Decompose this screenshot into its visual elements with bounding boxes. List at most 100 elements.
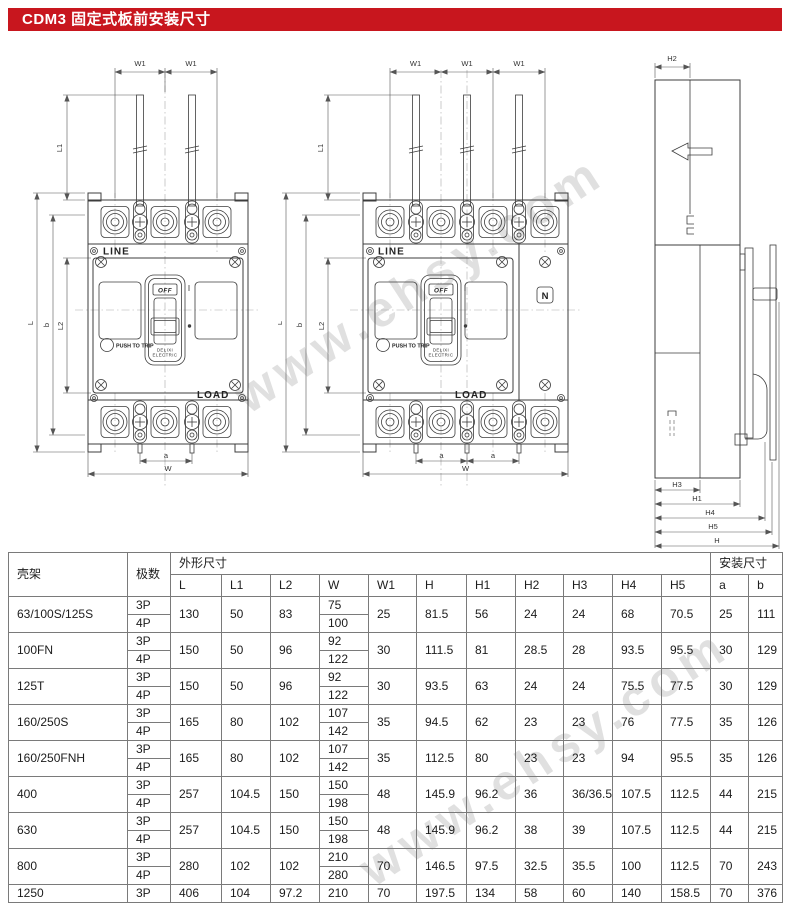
cell-poles: 3P: [127, 668, 171, 687]
cell-H3: 24: [563, 668, 613, 705]
line-terminals: [375, 200, 560, 244]
toggle-switch: [144, 274, 192, 366]
cell-b: 215: [748, 812, 784, 849]
cell-H1: 96.2: [466, 812, 516, 849]
cell-L1: 104.5: [221, 812, 271, 849]
col-header-a: a: [710, 574, 750, 597]
cell-frame: 125T: [8, 668, 128, 705]
dim-label-h2: H2: [667, 54, 677, 63]
cell-poles: 4P: [127, 794, 171, 813]
cell-H3: 39: [563, 812, 613, 849]
dimension-l-b-l2: [282, 192, 366, 453]
load-terminals: [100, 400, 232, 454]
cell-H3: 24: [563, 596, 613, 633]
page-title: CDM3 固定式板前安装尺寸: [8, 8, 782, 31]
cell-frame: 160/250S: [8, 704, 128, 741]
cell-b: 126: [748, 704, 784, 741]
cell-H: 93.5: [416, 668, 467, 705]
dim-label-h3: H3: [672, 480, 682, 489]
cell-poles: 3P: [127, 848, 171, 867]
cell-H3: 23: [563, 740, 613, 777]
dimension-a-w: [87, 452, 249, 477]
cell-H: 197.5: [416, 884, 467, 903]
front-view-3p-drawing: W1 W1 L1 L b L2: [26, 59, 261, 486]
dim-label-h4: H4: [705, 508, 715, 517]
cell-W: 210: [319, 848, 369, 867]
push-to-trip-label: PUSH TO TRIP: [392, 344, 430, 350]
cell-W: 198: [319, 794, 369, 813]
cell-a: 35: [710, 740, 750, 777]
cell-H: 145.9: [416, 812, 467, 849]
dim-label-l2: L2: [317, 322, 326, 330]
cell-H1: 97.5: [466, 848, 516, 885]
cell-H4: 94: [612, 740, 662, 777]
dim-label-l: L: [26, 321, 35, 325]
dimension-w1: [114, 68, 218, 198]
dim-label-a: a: [439, 451, 444, 460]
cell-frame: 800: [8, 848, 128, 885]
dim-label-w1: W1: [461, 59, 472, 68]
svg-text:N: N: [542, 291, 549, 302]
cell-L2: 102: [270, 704, 320, 741]
breaker-side-body: [654, 244, 741, 479]
cell-poles: 3P: [127, 884, 171, 903]
cell-a: 70: [710, 848, 750, 885]
cell-H4: 93.5: [612, 632, 662, 669]
cell-poles: 4P: [127, 650, 171, 669]
cell-W: 107: [319, 704, 369, 723]
dim-label-a: a: [164, 451, 169, 460]
cell-W: 100: [319, 614, 369, 633]
dim-label-l1: L1: [55, 144, 64, 152]
cell-poles: 4P: [127, 614, 171, 633]
cell-L2: 102: [270, 740, 320, 777]
dimension-a-w: [362, 452, 569, 477]
cell-poles: 4P: [127, 722, 171, 741]
cell-H1: 96.2: [466, 776, 516, 813]
cell-L1: 50: [221, 632, 271, 669]
cell-W1: 35: [368, 740, 417, 777]
cell-H5: 158.5: [660, 884, 712, 903]
cell-H2: 36: [515, 776, 564, 813]
phase-bars: [132, 94, 200, 207]
dimension-l1: [63, 94, 137, 201]
cell-frame: 160/250FNH: [8, 740, 128, 777]
cell-H2: 24: [515, 596, 564, 633]
cell-H4: 68: [612, 596, 662, 633]
dim-label-w1: W1: [185, 59, 196, 68]
cell-poles: 3P: [127, 812, 171, 831]
cell-H4: 107.5: [612, 776, 662, 813]
cell-H2: 23: [515, 740, 564, 777]
cell-L2: 102: [270, 848, 320, 885]
cell-L: 165: [170, 740, 222, 777]
cell-H: 146.5: [416, 848, 467, 885]
cell-L: 280: [170, 848, 222, 885]
line-label: LINE: [378, 247, 405, 258]
cell-L1: 50: [221, 668, 271, 705]
cell-H3: 23: [563, 704, 613, 741]
cell-H2: 38: [515, 812, 564, 849]
face-recesses: [98, 281, 238, 340]
cell-H4: 76: [612, 704, 662, 741]
cell-W1: 70: [368, 884, 417, 903]
cell-H5: 95.5: [660, 632, 712, 669]
cell-L: 257: [170, 776, 222, 813]
cell-frame: 400: [8, 776, 128, 813]
brand-label: DELIXI: [433, 348, 449, 353]
group-header-row: 壳架 极数 外形尺寸 安装尺寸: [8, 552, 784, 597]
cell-W1: 48: [368, 776, 417, 813]
dim-label-b: b: [42, 323, 51, 327]
phase-bars: [408, 94, 527, 207]
col-header-L2: L2: [270, 574, 320, 597]
cell-frame: 1250: [8, 884, 128, 903]
cell-b: 129: [748, 632, 784, 669]
cell-poles: 4P: [127, 866, 171, 885]
cell-W1: 70: [368, 848, 417, 885]
dim-label-w: W: [164, 464, 172, 473]
cell-poles: 3P: [127, 632, 171, 651]
